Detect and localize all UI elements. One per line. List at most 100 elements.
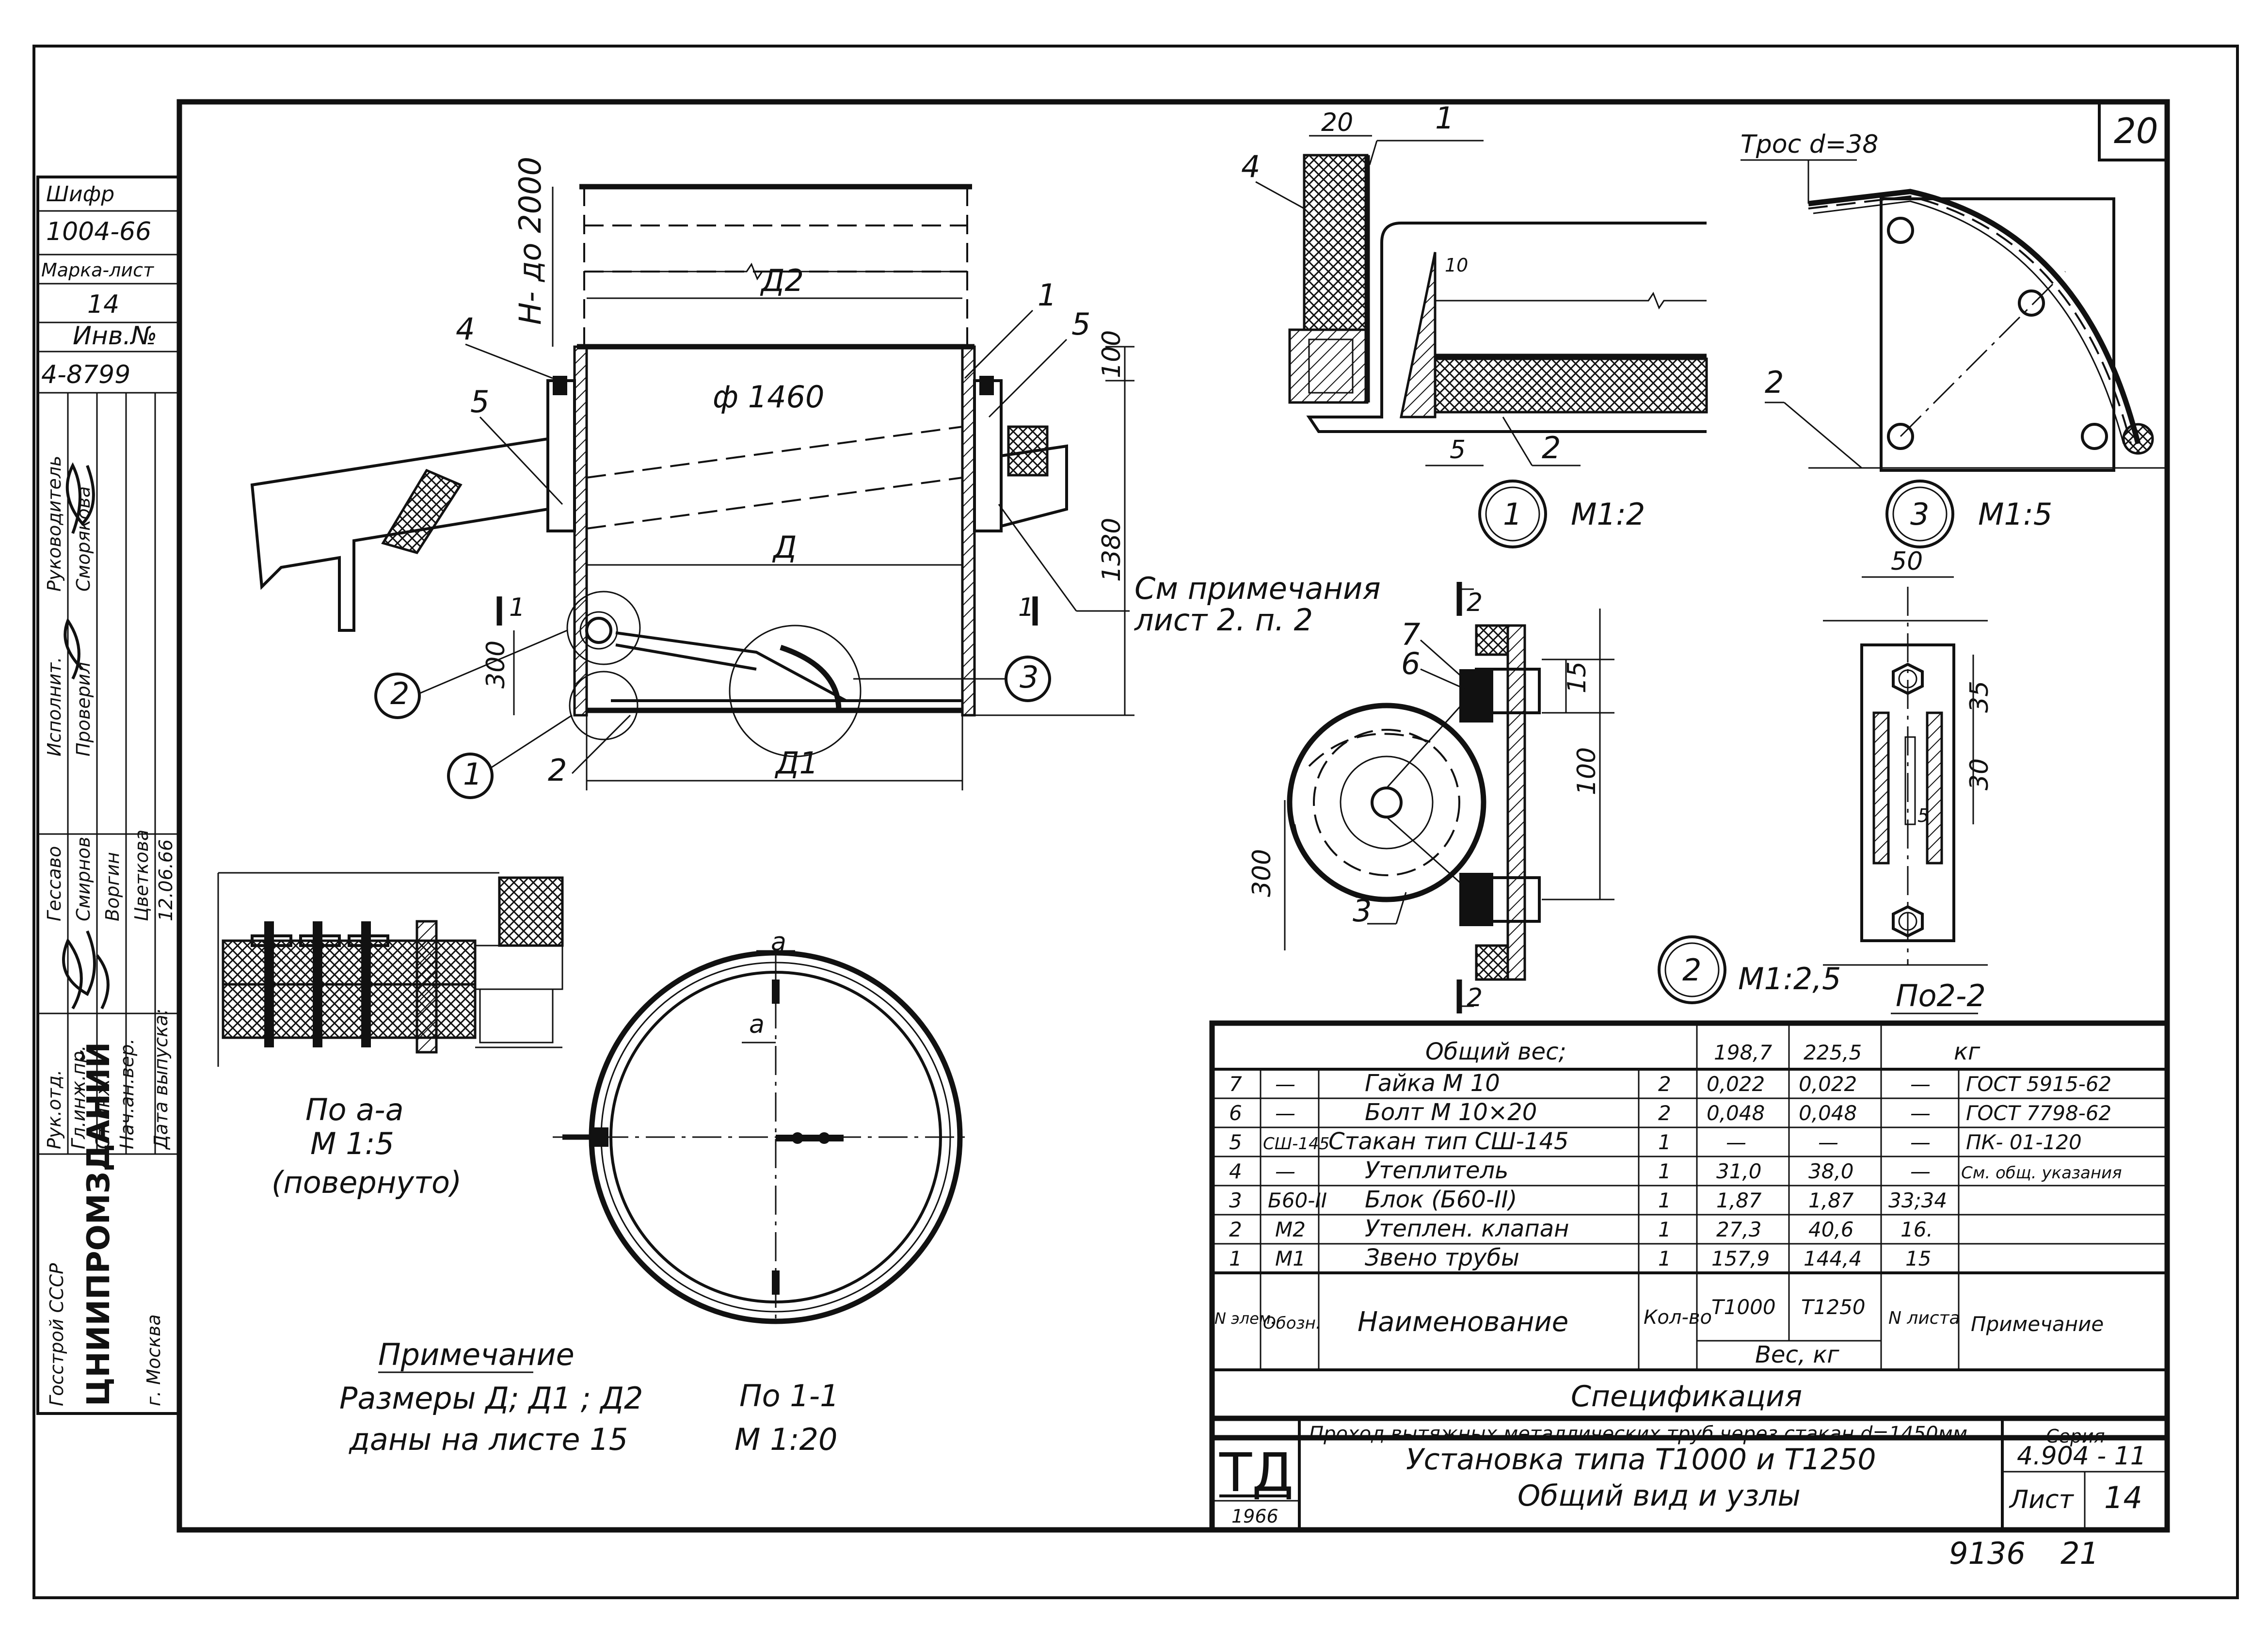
- spec-rows-3-n-text: 4: [1229, 1159, 1242, 1183]
- spec-row: 3 Б60-II Блок (Б60-II) 1 1,87 1,87 33;34: [1229, 1186, 1947, 1213]
- main_view-leader_1-text: 1: [1038, 277, 1056, 313]
- spec-rows-6-code-text: М1: [1275, 1247, 1306, 1270]
- spec-rows-4-n-text: 3: [1229, 1188, 1242, 1212]
- section22-dim_30-text: 30: [1965, 758, 1994, 790]
- main_view-section_mark-text: 1: [509, 593, 525, 622]
- section-2-2: 50 35 30 5 По2-2: [1823, 547, 1994, 1014]
- stamp-cipher_label-text: Шифр: [46, 182, 114, 207]
- spec-rows-1-note-text: ГОСТ 7798-62: [1966, 1101, 2111, 1125]
- node2-callout_3-text: 3: [1353, 893, 1372, 929]
- stamp-rows_2-text: Гл.инж.пр.: [68, 1045, 89, 1149]
- spec-h_code-text: Обозн.: [1263, 1314, 1321, 1333]
- spec-rows-1-name-text: Болт М 10×20: [1365, 1099, 1537, 1126]
- note-title-text: Примечание: [378, 1337, 575, 1372]
- note-line2-text: даны на листе 15: [349, 1422, 628, 1457]
- main_view-leader_2-text: 2: [548, 753, 567, 788]
- spec-rows-1-t1250-text: 0,048: [1799, 1101, 1857, 1125]
- spec-rows-4-t1000-text: 1,87: [1716, 1188, 1762, 1212]
- spec-rows-0-code-text: —: [1275, 1072, 1295, 1096]
- title_block-line1-text: Проход вытяжных металлических труб через…: [1309, 1423, 1967, 1445]
- spec-rows-3-qty-text: 1: [1658, 1159, 1671, 1183]
- spec-rows-0-t1000-text: 0,022: [1707, 1072, 1765, 1096]
- spec-rows-2-name-text: Стакан тип СШ-145: [1328, 1128, 1569, 1155]
- spec-rows-2-n-text: 5: [1229, 1130, 1242, 1154]
- spec-rows-0-note-text: ГОСТ 5915-62: [1966, 1072, 2111, 1096]
- spec-rows-0-t1250-text: 0,022: [1799, 1072, 1857, 1096]
- spec-row: 5 СШ-145 Стакан тип СШ-145 1 — — — ПК- 0…: [1229, 1128, 2082, 1155]
- spec-rows-1-code-text: —: [1275, 1101, 1295, 1125]
- main_view-dim_1380-text: 1380: [1097, 518, 1126, 582]
- spec-rows-3-t1000-text: 31,0: [1716, 1159, 1762, 1183]
- main_view-callouts-2-text: 3: [1020, 659, 1038, 695]
- spec-rows-2-sheet-text: —: [1910, 1130, 1931, 1154]
- node2-dim_15-text: 15: [1563, 661, 1592, 693]
- spec-rows-3-name-text: Утеплитель: [1365, 1157, 1508, 1184]
- spec-rows-6-n-text: 1: [1229, 1247, 1242, 1270]
- spec-rows-1-t1000-text: 0,048: [1707, 1101, 1765, 1125]
- spec-rows-0-n-text: 7: [1229, 1072, 1242, 1096]
- stamp-rows_4-text: Нач.ан.вер.: [116, 1038, 138, 1149]
- stamp-org_2-text: ЦНИИПРОМЗДАНИЙ: [80, 1042, 117, 1406]
- spec-h_sheet-text: N листа: [1888, 1308, 1960, 1328]
- spec-rows-4-sheet-text: 33;34: [1888, 1188, 1947, 1212]
- section22-dim_5-text: 5: [1917, 805, 1929, 826]
- section22-dim_35-text: 35: [1965, 681, 1994, 713]
- spec-rows-3-code-text: —: [1275, 1159, 1295, 1183]
- stamp-name_2-text: Гессаво: [44, 846, 65, 921]
- main_view-callouts-3-text: 4: [456, 311, 475, 347]
- spec-rows-0-name-text: Гайка М 10: [1365, 1070, 1500, 1097]
- node-1-detail: 20 4 1 10 5 2 1 М1:2: [1241, 100, 1708, 548]
- spec-rows-5-qty-text: 1: [1658, 1218, 1671, 1241]
- spec-rows-1-sheet-text: —: [1910, 1101, 1931, 1125]
- stamp-name_5-text: Цветкова: [131, 830, 152, 921]
- stamp-mark_label-text: Марка-лист: [41, 259, 155, 281]
- spec-rows-5-code-text: М2: [1275, 1218, 1306, 1241]
- spec-rows-6-name-text: Звено трубы: [1365, 1244, 1519, 1271]
- node-3-detail: Трос d=38 2 3 М1:5: [1741, 130, 2167, 548]
- section_aa-rotated-text: (повернуто): [272, 1165, 462, 1200]
- section-1-1: а а По 1-1 М 1:20: [553, 928, 965, 1457]
- spec-h_qty-text: Кол-во: [1644, 1306, 1712, 1329]
- section22-dim_50-text: 50: [1891, 547, 1923, 576]
- spec-caption-text: Спецификация: [1571, 1380, 1802, 1413]
- main_view-d1_label-text: Д1: [774, 745, 818, 781]
- node2-callout_6-text: 6: [1401, 646, 1420, 681]
- title_block-sheet_value-text: 14: [2104, 1480, 2142, 1515]
- spec-rows-2-code-text: СШ-145: [1263, 1134, 1329, 1154]
- main_view-dim_100-text: 100: [1097, 330, 1126, 378]
- stamp-cipher_value-text: 1004-66: [46, 217, 151, 246]
- title_block-series_label-text: Серия: [2046, 1426, 2105, 1447]
- spec-rows-3-sheet-text: —: [1910, 1159, 1931, 1183]
- spec-h_t1000-text: Т1000: [1711, 1295, 1776, 1319]
- main_view-d2_label-text: Д2: [760, 263, 804, 298]
- left-stamp: Шифр 1004-66 Марка-лист 14 Инв.№ 4-8799 …: [36, 176, 181, 1415]
- node1-dim_5-text: 5: [1450, 435, 1466, 465]
- spec-total_t1000-text: 198,7: [1714, 1041, 1773, 1064]
- spec-h_note-text: Примечание: [1971, 1312, 2104, 1336]
- spec-rows-5-t1250-text: 40,6: [1808, 1218, 1854, 1241]
- stamp-inv_label-text: Инв.№: [73, 321, 157, 351]
- stamp-role_1-text: Руководитель: [44, 456, 65, 592]
- node3-scale-text: М1:5: [1978, 497, 2052, 532]
- spec-rows-1-n-text: 6: [1229, 1101, 1242, 1125]
- title_block-year-text: 1966: [1231, 1506, 1278, 1527]
- stamp-role_3-text: Проверил: [73, 662, 94, 756]
- node2-node-text: 2: [1682, 952, 1701, 988]
- inner-frame: [176, 99, 2170, 1533]
- stamp-rows_5-text: Дата выпуска:: [150, 1009, 172, 1150]
- stamp-org_3-text: г. Москва: [143, 1314, 164, 1406]
- node2-callout_7-text: 7: [1401, 617, 1420, 652]
- section22-title-text: По2-2: [1896, 978, 1986, 1013]
- spec-rows-6-sheet-text: 15: [1905, 1247, 1931, 1270]
- spec-rows-4-name-text: Блок (Б60-II): [1365, 1186, 1517, 1213]
- spec-rows-3-note-text: См. общ. указания: [1961, 1163, 2122, 1183]
- spec-rows-0-sheet-text: —: [1910, 1072, 1931, 1096]
- section_aa-scale-text: М 1:5: [310, 1126, 394, 1161]
- spec-total_t1250-text: 225,5: [1804, 1041, 1862, 1064]
- stamp-role_2-text: Исполнит.: [44, 657, 65, 756]
- sheet-number-box: [2098, 100, 2169, 161]
- stamp-rows_1-text: Рук.отд.: [44, 1070, 65, 1149]
- spec-rows-2-note-text: ПК- 01-120: [1966, 1130, 2082, 1154]
- node3-rope-text: Трос d=38: [1741, 130, 1878, 159]
